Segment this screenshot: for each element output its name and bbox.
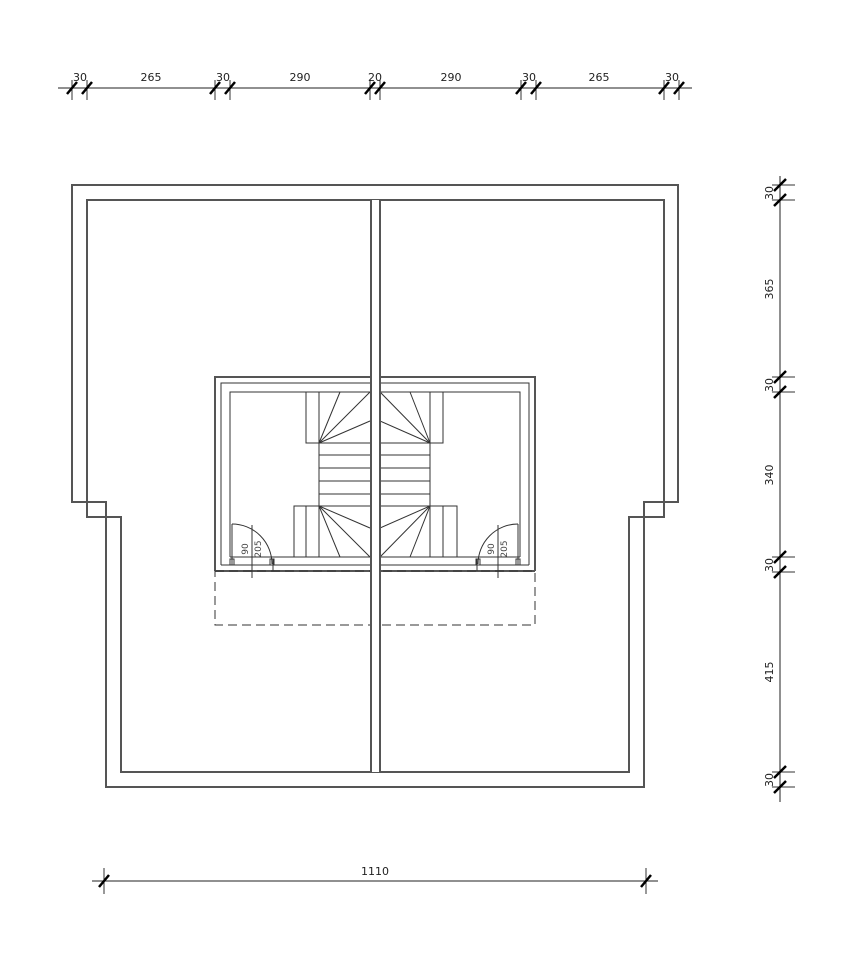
dim-top-9: 30 <box>665 71 679 84</box>
dim-right-3: 30 <box>763 378 776 392</box>
outer-wall <box>71 184 679 788</box>
dim-top-1: 30 <box>73 71 87 84</box>
right-door-height: 205 <box>500 540 510 557</box>
inner-wall <box>86 199 665 773</box>
party-wall <box>370 200 381 772</box>
dim-top-8: 265 <box>589 71 610 84</box>
dim-right-4: 340 <box>763 465 776 486</box>
dim-right-5: 30 <box>763 558 776 572</box>
dim-right-2: 365 <box>763 279 776 300</box>
dim-bottom-total: 1110 <box>361 865 389 878</box>
left-stair <box>293 391 372 558</box>
dim-right-1: 30 <box>763 186 776 200</box>
right-stair <box>379 391 458 558</box>
dim-top-4: 290 <box>290 71 311 84</box>
right-door-width: 90 <box>487 543 497 555</box>
dim-right-7: 30 <box>763 773 776 787</box>
dim-top-5: 20 <box>368 71 382 84</box>
top-dimension-chain: 30 265 30 290 20 290 30 265 30 <box>58 71 692 100</box>
dim-top-2: 265 <box>141 71 162 84</box>
dim-top-3: 30 <box>216 71 230 84</box>
right-dimension-chain: 30 365 30 340 30 415 30 <box>763 176 795 802</box>
left-door-height: 205 <box>254 540 264 557</box>
dim-top-7: 30 <box>522 71 536 84</box>
right-door: 90 205 <box>475 523 521 578</box>
left-door: 90 205 <box>229 523 275 578</box>
left-door-width: 90 <box>241 543 251 555</box>
dim-top-6: 290 <box>441 71 462 84</box>
dim-right-6: 415 <box>763 662 776 683</box>
bottom-dimension: 1110 <box>92 865 658 894</box>
